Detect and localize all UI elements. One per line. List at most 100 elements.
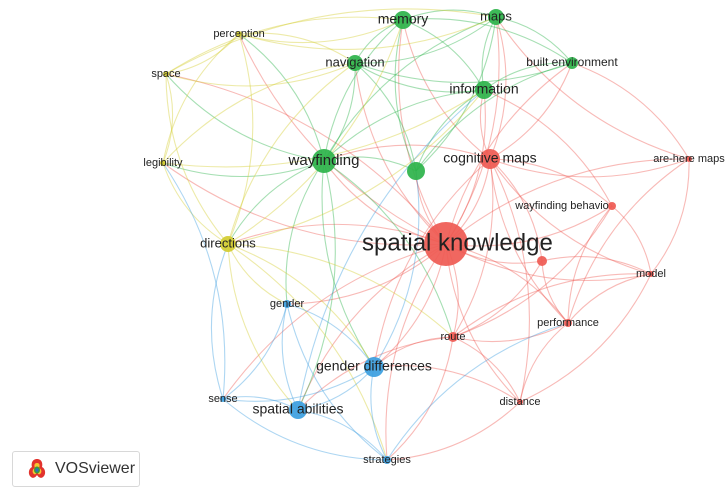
network-edge bbox=[567, 205, 613, 324]
node-directions[interactable] bbox=[220, 236, 236, 252]
network-edge bbox=[354, 16, 497, 64]
network-edge bbox=[321, 160, 375, 368]
node-gender[interactable] bbox=[283, 300, 291, 308]
node-information[interactable] bbox=[475, 81, 493, 99]
label-sense: sense bbox=[208, 393, 237, 405]
label-directions: directions bbox=[200, 235, 256, 250]
network-edge bbox=[402, 18, 573, 64]
node-distance[interactable] bbox=[517, 399, 523, 405]
network-edge bbox=[452, 273, 652, 338]
label-built-environment: built environment bbox=[526, 55, 618, 69]
vosviewer-badge[interactable]: VOSviewer bbox=[12, 451, 140, 487]
label-distance: distance bbox=[500, 396, 541, 408]
network-edge bbox=[165, 73, 325, 162]
label-route: route bbox=[440, 331, 465, 343]
network-edge bbox=[165, 62, 356, 87]
node-space[interactable] bbox=[163, 71, 169, 77]
network-edge bbox=[567, 273, 652, 324]
network-edge bbox=[162, 62, 356, 164]
network-edge bbox=[238, 19, 404, 44]
node-legibility[interactable] bbox=[160, 160, 166, 166]
network-edge bbox=[402, 19, 491, 160]
node-built-environment[interactable] bbox=[566, 57, 578, 69]
node-cognitive-maps[interactable] bbox=[480, 149, 500, 169]
node-model[interactable] bbox=[648, 271, 654, 277]
network-edge bbox=[489, 158, 530, 403]
network-edge bbox=[373, 158, 491, 368]
network-edge bbox=[165, 73, 447, 245]
network-edge bbox=[489, 16, 507, 160]
network-edge bbox=[489, 158, 613, 207]
label-spatial-knowledge: spatial knowledge bbox=[362, 229, 553, 256]
network-edge bbox=[165, 73, 229, 245]
network-edge bbox=[386, 336, 454, 461]
label-gender: gender bbox=[270, 298, 305, 310]
network-edge bbox=[227, 243, 454, 338]
node-maps[interactable] bbox=[488, 9, 504, 25]
node-strategies[interactable] bbox=[383, 456, 391, 464]
node-unlabeled-green[interactable] bbox=[407, 162, 425, 180]
network-edge bbox=[297, 409, 388, 461]
vosviewer-logo-icon bbox=[28, 459, 46, 478]
network-edge bbox=[489, 158, 543, 262]
network-edge bbox=[373, 364, 521, 403]
network-edge bbox=[227, 160, 325, 245]
network-edge bbox=[162, 162, 226, 400]
network-edge bbox=[281, 303, 299, 411]
label-performance: performance bbox=[537, 317, 599, 329]
label-strategies: strategies bbox=[363, 454, 411, 466]
network-edge bbox=[541, 260, 569, 324]
network-edge bbox=[445, 158, 690, 245]
network-edge bbox=[227, 33, 254, 245]
node-performance[interactable] bbox=[564, 319, 572, 327]
network-edge bbox=[222, 303, 288, 400]
node-are-here-maps[interactable] bbox=[686, 156, 692, 162]
node-perception[interactable] bbox=[236, 31, 242, 37]
node-spatial-abilities[interactable] bbox=[289, 401, 307, 419]
network-edge bbox=[286, 303, 388, 461]
network-edge bbox=[452, 158, 494, 338]
node-gender-differences[interactable] bbox=[364, 357, 384, 377]
network-edge bbox=[286, 303, 375, 368]
network-edge bbox=[323, 144, 491, 162]
vosviewer-label: VOSviewer bbox=[55, 460, 136, 477]
network-edge bbox=[354, 62, 447, 245]
node-sense[interactable] bbox=[220, 396, 226, 402]
node-memory[interactable] bbox=[394, 11, 412, 29]
network-edge bbox=[165, 16, 404, 75]
network-edge bbox=[165, 8, 497, 75]
network-edge bbox=[489, 158, 652, 275]
node-wayfinding[interactable] bbox=[312, 149, 336, 173]
network-edge bbox=[323, 19, 404, 162]
network-edge bbox=[445, 243, 652, 281]
network-edge bbox=[323, 89, 485, 162]
node-navigation[interactable] bbox=[347, 55, 363, 71]
network-edge bbox=[354, 62, 417, 172]
network-edge bbox=[222, 398, 388, 461]
network-edge bbox=[323, 16, 497, 162]
network-edge bbox=[297, 243, 447, 411]
network-edge bbox=[402, 19, 485, 91]
network-edge bbox=[650, 158, 690, 275]
network-edge bbox=[227, 89, 485, 245]
node-route[interactable] bbox=[448, 332, 458, 342]
network-edge bbox=[323, 160, 454, 338]
network-edge bbox=[452, 205, 613, 338]
network-edge bbox=[452, 260, 543, 338]
network-edge bbox=[162, 162, 229, 245]
network-edge bbox=[445, 16, 500, 245]
network-edge bbox=[567, 158, 690, 324]
label-gender-differences: gender differences bbox=[316, 358, 432, 374]
label-information: information bbox=[449, 81, 518, 97]
network-edge bbox=[386, 322, 569, 461]
node-unlabeled-red[interactable] bbox=[537, 256, 547, 266]
node-wayfinding-behavior[interactable] bbox=[608, 202, 616, 210]
network-edge bbox=[489, 158, 690, 178]
network-edge bbox=[238, 16, 497, 50]
node-spatial-knowledge[interactable] bbox=[424, 222, 468, 266]
network-edge bbox=[489, 158, 569, 324]
network-edge bbox=[222, 243, 447, 400]
network-edge bbox=[495, 16, 573, 64]
network-edge bbox=[162, 162, 447, 246]
network-edge bbox=[495, 16, 690, 160]
